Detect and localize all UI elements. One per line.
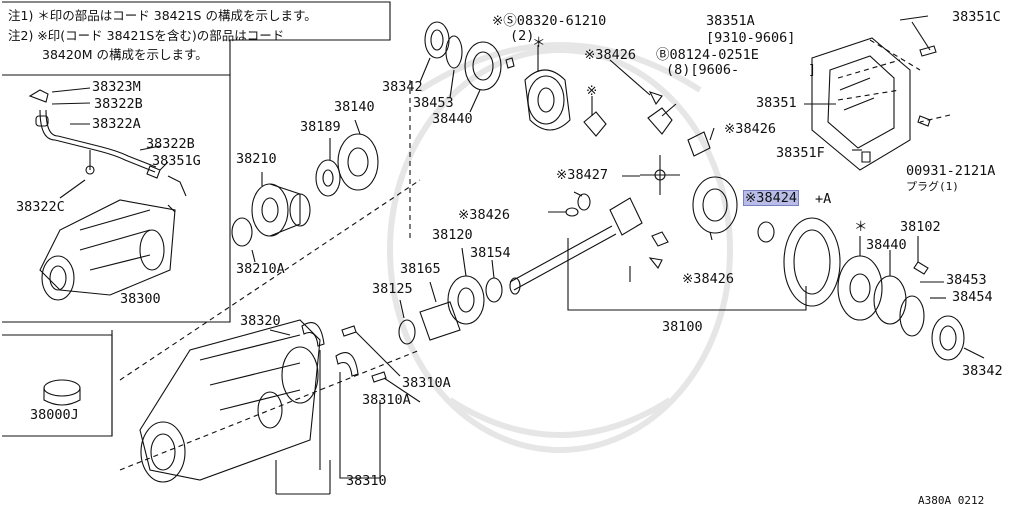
label-38426-c[interactable]: ※38426 xyxy=(458,207,510,223)
label-38300[interactable]: 38300 xyxy=(120,291,161,307)
washer-1 xyxy=(648,91,663,106)
label-38440-r[interactable]: 38440 xyxy=(866,237,907,253)
label-38424-highlighted[interactable]: ※38424 xyxy=(743,190,799,206)
breather-hose-assembly xyxy=(28,89,187,197)
label-38426-b[interactable]: ※38426 xyxy=(724,121,776,137)
label-38351F[interactable]: 38351F xyxy=(776,145,825,161)
label-38440-top[interactable]: 38440 xyxy=(432,111,473,127)
pinion-gear-2 xyxy=(647,107,673,135)
label-38426-a[interactable]: ※38426 xyxy=(584,47,636,63)
label-38310[interactable]: 38310 xyxy=(346,473,387,489)
label-38125[interactable]: 38125 xyxy=(372,281,413,297)
notes-frame xyxy=(2,1,391,76)
note-1: 注1) ＊印の部品はコード 38421S の構成を示します。 xyxy=(8,8,317,23)
label-38351G[interactable]: 38351G xyxy=(152,153,201,169)
label-38189[interactable]: 38189 xyxy=(300,119,341,135)
label-38320[interactable]: 38320 xyxy=(240,313,281,329)
label-38323M[interactable]: 38323M xyxy=(92,79,141,95)
label-38453-top[interactable]: 38453 xyxy=(413,95,454,111)
bearing-cap-1 xyxy=(301,322,325,347)
differential-carrier-small xyxy=(39,199,176,301)
side-gear-1 xyxy=(687,131,711,157)
bearing-38140 xyxy=(337,133,379,191)
label-38140[interactable]: 38140 xyxy=(334,99,375,115)
bearing-cap-2 xyxy=(335,352,359,377)
label-38454[interactable]: 38454 xyxy=(952,289,993,305)
label-38165[interactable]: 38165 xyxy=(400,261,441,277)
cap-38000J xyxy=(43,379,81,406)
label-08320-61210[interactable]: ※Ⓢ08320-61210 xyxy=(492,13,607,29)
rear-cover xyxy=(811,37,911,171)
side-gear-38424 xyxy=(692,176,738,234)
pinion-gear-1 xyxy=(583,111,607,137)
label-38342-top[interactable]: 38342 xyxy=(382,79,423,95)
inset-frame xyxy=(2,75,231,323)
label-38322A[interactable]: 38322A xyxy=(92,116,141,132)
label-38342-r[interactable]: 38342 xyxy=(962,363,1003,379)
companion-flange xyxy=(251,183,311,237)
label-38351C[interactable]: 38351C xyxy=(952,9,1001,25)
bearing-set-top xyxy=(424,21,502,91)
label-08124-close: ] xyxy=(808,62,817,78)
ring-pinion-bracket xyxy=(567,238,807,311)
plug-38351F xyxy=(861,151,871,163)
label-38351[interactable]: 38351 xyxy=(756,95,797,111)
label-08320-qty: (2) xyxy=(510,28,535,44)
differential-housing xyxy=(139,319,321,483)
diagram-code: A380A 0212 xyxy=(918,494,985,507)
label-38310A-2[interactable]: 38310A xyxy=(362,392,411,408)
drive-pinion xyxy=(509,197,643,295)
bearing-38189 xyxy=(315,159,341,197)
label-38100[interactable]: 38100 xyxy=(662,319,703,335)
label-38322B-mid[interactable]: 38322B xyxy=(146,136,195,152)
label-38322B-top[interactable]: 38322B xyxy=(94,96,143,112)
kome-mark: ※ xyxy=(586,83,598,99)
label-08124-0251E[interactable]: Ⓑ08124-0251E xyxy=(656,47,759,63)
label-08124-qty: (8)[9606- xyxy=(666,62,740,78)
label-38102[interactable]: 38102 xyxy=(900,219,941,235)
note-2: 注2) ※印(コード 38421Sを含む)の部品はコード xyxy=(8,28,285,43)
label-38427[interactable]: ※38427 xyxy=(556,167,608,183)
label-38351A[interactable]: 38351A xyxy=(706,13,755,29)
note-3: 38420M の構成を示します。 xyxy=(42,47,208,62)
label-38210[interactable]: 38210 xyxy=(236,151,277,167)
star-mark-1: ＊ xyxy=(532,35,546,51)
label-38453-r[interactable]: 38453 xyxy=(946,272,987,288)
label-38424-suffix: +A xyxy=(815,191,832,207)
pinion-bearing-group xyxy=(398,275,503,345)
label-38154[interactable]: 38154 xyxy=(470,245,511,261)
label-38210A[interactable]: 38210A xyxy=(236,261,285,277)
washer-38210A xyxy=(231,217,253,247)
label-38310A-1[interactable]: 38310A xyxy=(402,375,451,391)
ring-gear xyxy=(783,217,841,307)
star-mark-2: ＊ xyxy=(854,219,868,235)
pinion-shaft xyxy=(640,155,680,195)
label-plug: プラグ(1) xyxy=(906,180,959,193)
thrust-washer xyxy=(757,221,775,243)
label-38322C[interactable]: 38322C xyxy=(16,199,65,215)
label-38000J[interactable]: 38000J xyxy=(30,407,79,423)
label-38426-d[interactable]: ※38426 xyxy=(682,271,734,287)
plug-00931 xyxy=(917,115,931,127)
differential-case-top xyxy=(524,69,571,131)
label-00931-2121A[interactable]: 00931-2121A xyxy=(906,163,996,179)
label-38120[interactable]: 38120 xyxy=(432,227,473,243)
bolt-38351C xyxy=(899,15,929,21)
watermark xyxy=(387,42,733,453)
label-38351A-range: [9310-9606] xyxy=(706,30,796,46)
